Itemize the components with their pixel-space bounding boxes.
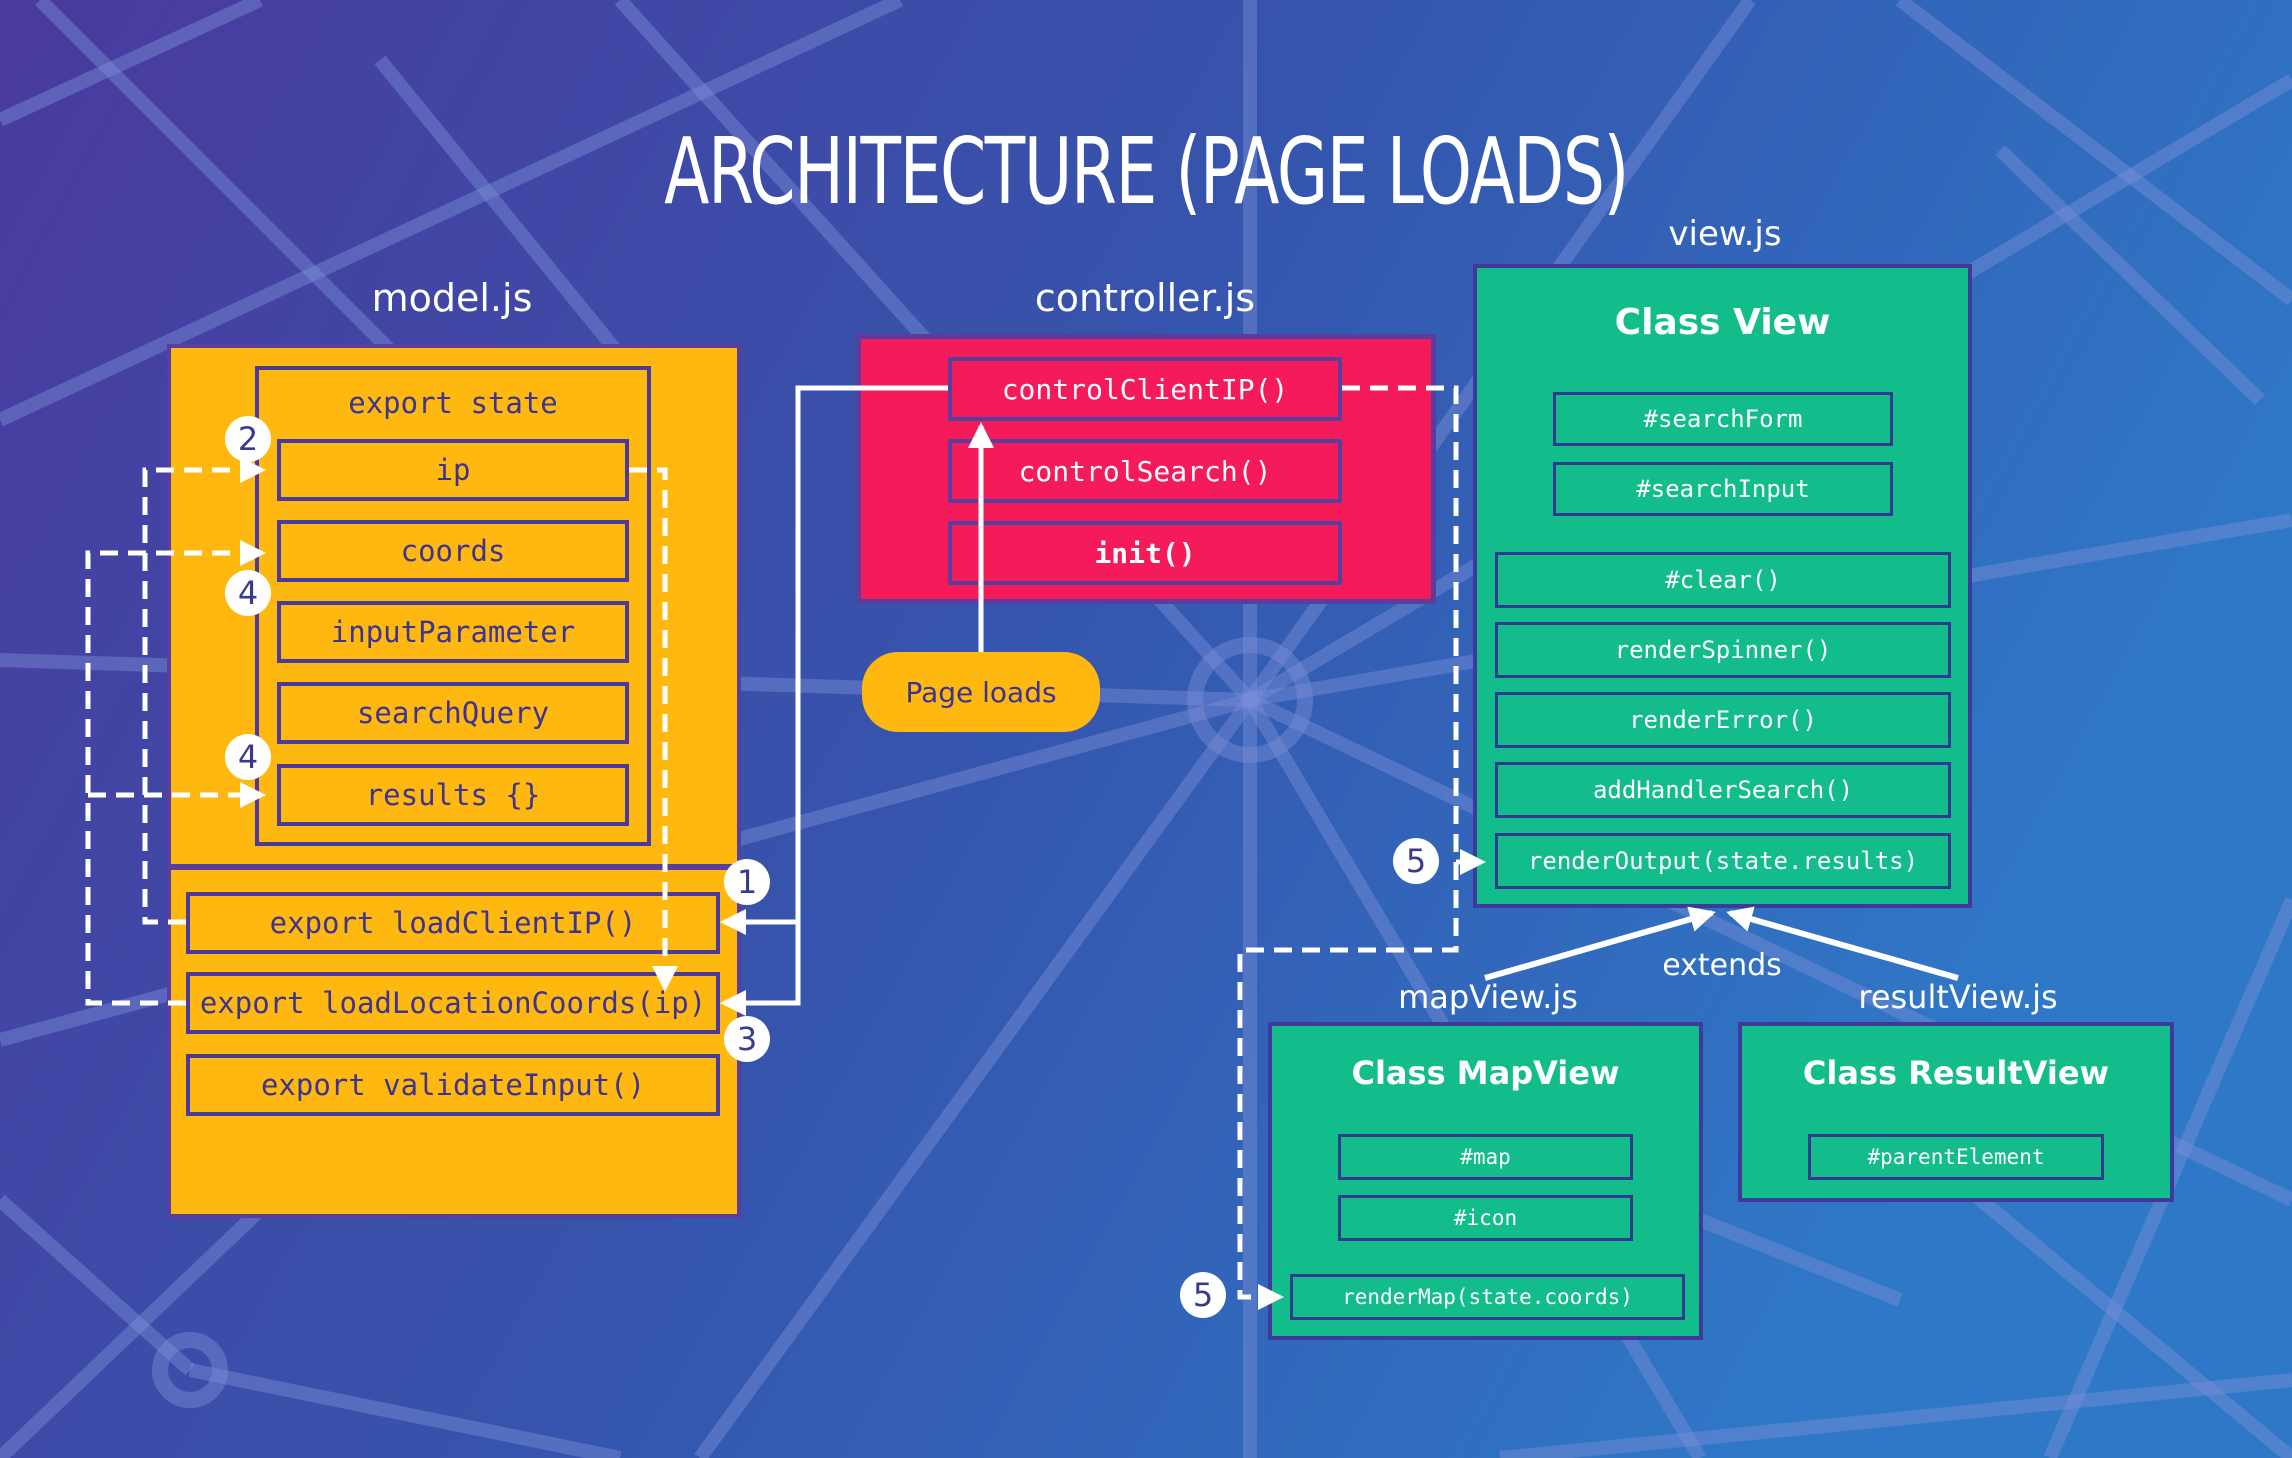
resultview-file-label: resultView.js	[1858, 978, 2058, 1016]
arrow-control-to-load-coords	[720, 922, 801, 1016]
view-method-render-error: renderError()	[1495, 692, 1951, 748]
resultview-field-parent-element: #parentElement	[1808, 1134, 2104, 1180]
page-loads-trigger: Page loads	[862, 652, 1100, 732]
function-init: init()	[948, 521, 1342, 585]
model-functions-panel	[167, 866, 741, 1218]
mapview-class-panel	[1268, 1022, 1703, 1340]
view-method-render-output: renderOutput(state.results)	[1495, 833, 1951, 889]
view-class-panel	[1473, 264, 1972, 908]
model-file-label: model.js	[371, 276, 533, 320]
resultview-class-name: Class ResultView	[1802, 1054, 2110, 1092]
state-field-results: results {}	[277, 764, 629, 826]
arrow-control-to-render-map	[1237, 862, 1459, 1310]
function-control-search: controlSearch()	[948, 439, 1342, 503]
export-state-label: export state	[348, 386, 558, 420]
extends-label: extends	[1662, 948, 1782, 983]
state-field-input-parameter: inputParameter	[277, 601, 629, 663]
mapview-field-map: #map	[1338, 1134, 1633, 1180]
view-field-search-form: #searchForm	[1553, 392, 1893, 446]
function-load-location-coords: export loadLocationCoords(ip)	[186, 972, 720, 1034]
function-control-client-ip: controlClientIP()	[948, 357, 1342, 421]
arrow-load-ip-to-state-ip	[142, 457, 266, 925]
arrow-load-coords-to-state	[85, 540, 266, 1006]
arrow-control-to-render-output	[1342, 385, 1486, 875]
function-validate-input: export validateInput()	[186, 1054, 720, 1116]
view-method-render-spinner: renderSpinner()	[1495, 622, 1951, 678]
mapview-file-label: mapView.js	[1398, 978, 1578, 1016]
mapview-method-render-map: renderMap(state.coords)	[1290, 1274, 1685, 1320]
step-badge-4-coords: 4	[225, 570, 271, 616]
step-badge-4-results: 4	[225, 734, 271, 780]
step-badge-1: 1	[724, 859, 770, 905]
step-badge-3: 3	[724, 1016, 770, 1062]
view-method-add-handler-search: addHandlerSearch()	[1495, 762, 1951, 818]
step-badge-5-map: 5	[1180, 1272, 1226, 1318]
arrow-state-ip-to-load-coords	[629, 467, 678, 992]
arrow-resultview-extends-view	[1726, 906, 1959, 981]
state-field-ip: ip	[277, 439, 629, 501]
step-badge-2: 2	[225, 416, 271, 462]
step-badge-5-view: 5	[1393, 838, 1439, 884]
view-field-search-input: #searchInput	[1553, 462, 1893, 516]
mapview-field-icon: #icon	[1338, 1195, 1633, 1241]
view-file-label: view.js	[1668, 214, 1782, 254]
view-class-name: Class View	[1614, 301, 1831, 343]
mapview-class-name: Class MapView	[1351, 1054, 1620, 1092]
function-load-client-ip: export loadClientIP()	[186, 892, 720, 954]
state-field-coords: coords	[277, 520, 629, 582]
controller-file-label: controller.js	[1034, 276, 1256, 320]
view-method-clear: #clear()	[1495, 552, 1951, 608]
arrow-mapview-extends-view	[1484, 906, 1716, 981]
page-title: ARCHITECTURE (PAGE LOADS)	[664, 118, 1629, 225]
arrow-control-to-load-client-ip	[720, 385, 948, 935]
state-field-search-query: searchQuery	[277, 682, 629, 744]
